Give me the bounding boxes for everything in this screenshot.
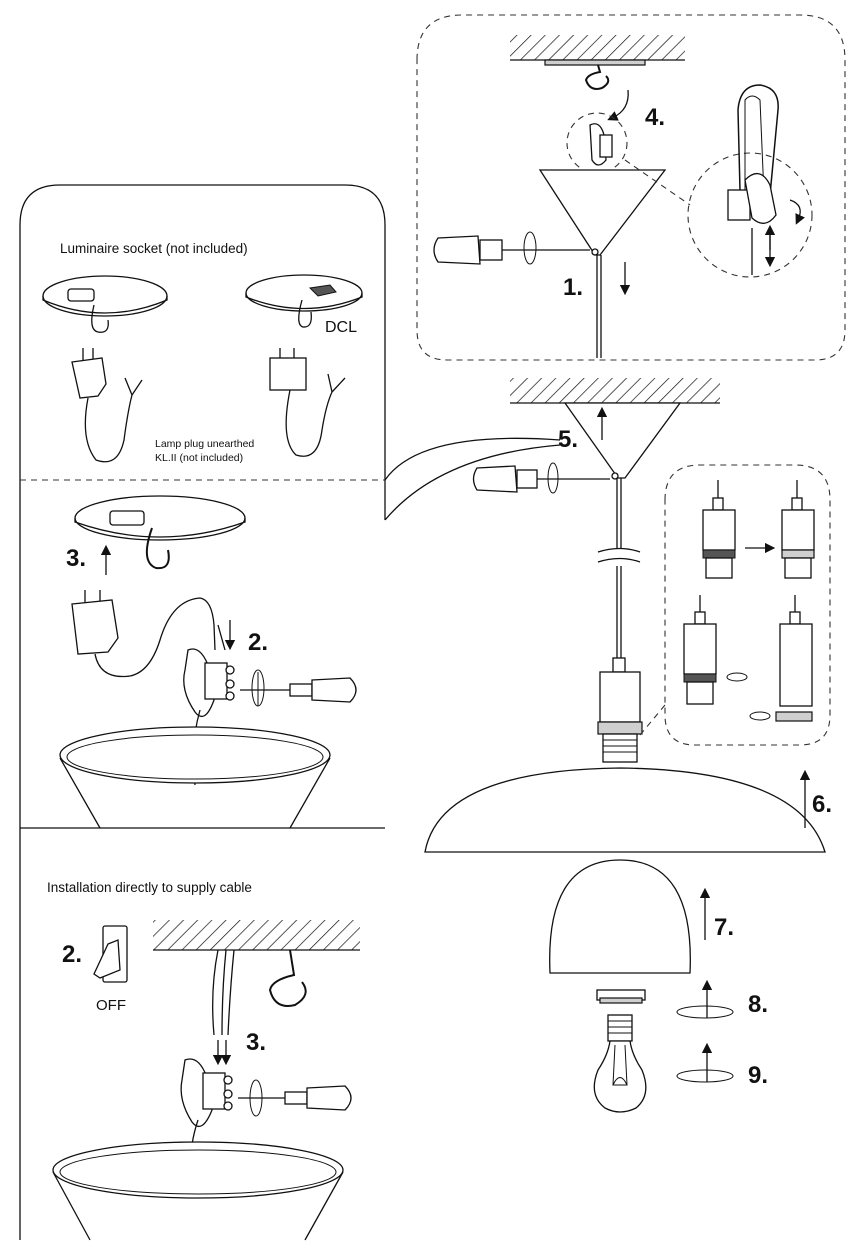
dcl-plug-icon <box>269 348 346 457</box>
canopy <box>538 169 667 256</box>
shade-assembly: 6. 7. 8. 9. <box>424 767 832 1113</box>
power-plug-icon <box>71 348 143 463</box>
zoom-circle-large <box>687 152 813 278</box>
rotate-arrow-icon <box>547 462 559 494</box>
rotate-arrow-icon <box>726 672 748 682</box>
step1-label: 1. <box>563 274 583 301</box>
plug-note-1: Lamp plug unearthed <box>155 438 254 450</box>
ceiling-rose <box>74 495 246 570</box>
step4-label: 4. <box>645 104 665 131</box>
canopy <box>563 402 682 479</box>
callout-line-top <box>384 437 561 481</box>
ceiling-hook-icon <box>298 299 312 328</box>
rotate-arrow-icon <box>523 231 537 265</box>
callout-line-bottom <box>384 444 561 521</box>
shade-top-1 <box>59 726 331 829</box>
screwdriver-icon <box>433 235 590 265</box>
rotate-arrow-icon <box>789 199 805 225</box>
left-panel-border <box>19 184 386 1240</box>
direct-step2-label: 2. <box>62 941 82 968</box>
rotate-arrow-icon <box>607 89 629 121</box>
direct-install-title: Installation directly to supply cable <box>47 880 252 895</box>
ceiling-hook-icon <box>584 64 610 90</box>
ceiling-hatch <box>153 920 360 950</box>
plug-note-2: KL.II (not included) <box>155 452 243 464</box>
step9-label: 9. <box>748 1062 768 1089</box>
light-bulb-icon <box>593 1014 647 1113</box>
screwdriver-icon <box>240 677 357 703</box>
ceiling-hook-icon <box>145 527 170 570</box>
socket-title: Luminaire socket (not included) <box>60 241 248 256</box>
dcl-socket <box>245 274 363 328</box>
off-label: OFF <box>96 997 126 1014</box>
lampholder-thread <box>602 733 638 763</box>
step6-label: 6. <box>812 791 832 818</box>
step5-section: 5. <box>472 378 720 763</box>
ceiling-hook-icon <box>91 304 109 333</box>
glass-diffuser <box>549 859 691 974</box>
top-right-panel: 4. 1. <box>416 14 846 361</box>
metal-shade <box>424 767 826 853</box>
ceiling-socket-left <box>42 275 168 333</box>
left-step3-label: 3. <box>66 545 86 572</box>
left-panel: Luminaire socket (not included) DCL <box>19 184 561 1241</box>
wall-switch-icon <box>93 925 128 983</box>
terminal-block-icon <box>589 123 613 166</box>
ceiling-hook-icon <box>268 949 307 1007</box>
dcl-label: DCL <box>325 319 357 336</box>
step5-label: 5. <box>558 426 578 453</box>
ceiling-hatch <box>510 378 720 403</box>
screwdriver-icon <box>238 1085 352 1111</box>
rotate-arrow-icon <box>676 1069 734 1083</box>
ceiling-hatch <box>510 35 685 60</box>
screwdriver-icon <box>472 465 610 493</box>
left-step2-label: 2. <box>248 629 268 656</box>
rotate-arrow-icon <box>676 1005 734 1019</box>
direct-step3-label: 3. <box>246 1029 266 1056</box>
lampholder-detail-panel <box>664 464 831 746</box>
lampholder-panel-border <box>664 464 831 746</box>
terminal-block-icon <box>183 648 235 718</box>
terminal-block-icon <box>180 1058 233 1128</box>
power-plug-icon <box>71 590 226 678</box>
top-right-panel-border <box>416 14 846 361</box>
rotate-arrow-icon <box>749 711 771 721</box>
step7-label: 7. <box>714 914 734 941</box>
step8-label: 8. <box>748 991 768 1018</box>
rotate-arrow-icon <box>249 1079 263 1117</box>
shade-top-2 <box>52 1141 344 1241</box>
